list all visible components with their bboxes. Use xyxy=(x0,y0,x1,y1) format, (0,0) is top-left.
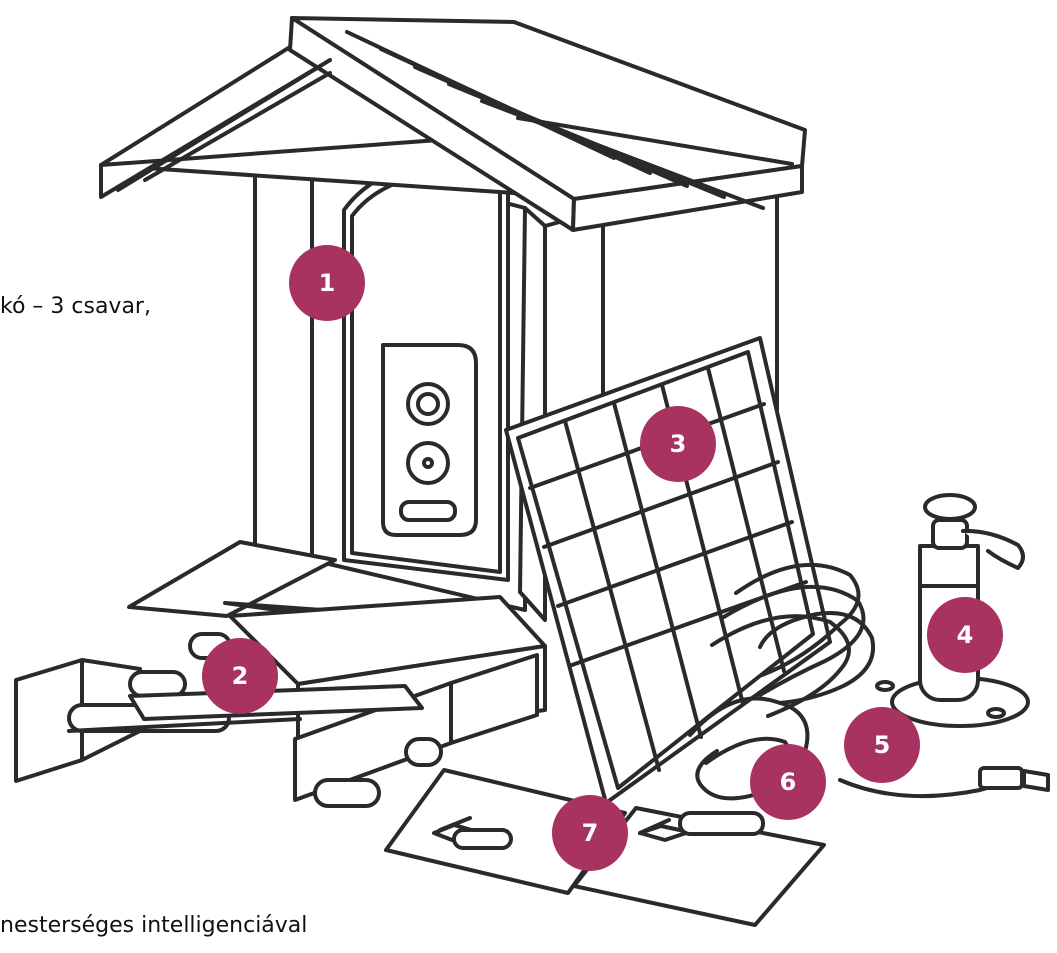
callout-marker-1: 1 xyxy=(289,245,365,321)
cropped-description-top: kó – 3 csavar, xyxy=(0,294,151,320)
callout-marker-3: 3 xyxy=(640,406,716,482)
callout-marker-5: 5 xyxy=(844,707,920,783)
callout-marker-2: 2 xyxy=(202,638,278,714)
callout-marker-4: 4 xyxy=(927,597,1003,673)
callout-marker-7: 7 xyxy=(552,795,628,871)
cropped-description-bottom: nesterséges intelligenciával xyxy=(0,913,307,939)
callout-marker-6: 6 xyxy=(750,744,826,820)
